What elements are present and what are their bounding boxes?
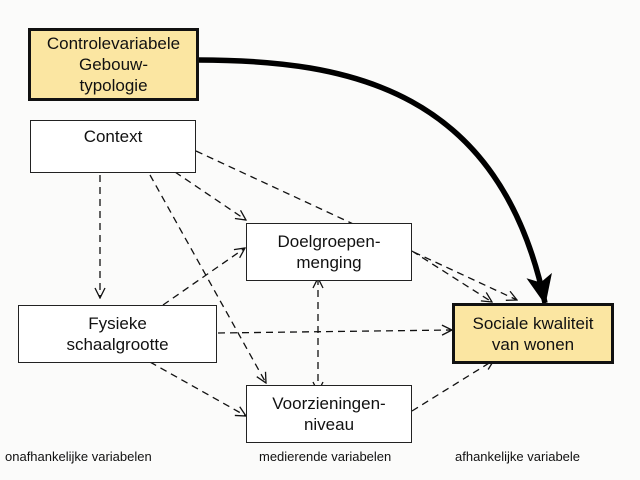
edge-control-sociale (197, 57, 552, 305)
edge-fysieke-doelgroep (162, 248, 245, 306)
edge-voorzieningen-sociale (411, 360, 494, 412)
edge-doelgroep-sociale (411, 250, 492, 302)
edge-fysieke-sociale (217, 330, 452, 333)
node-fysieke-schaalgrootte: Fysieke schaalgrootte (18, 305, 217, 363)
node-sociale-line-2: van wonen (491, 334, 575, 354)
node-sociale-line-1: Sociale kwaliteit (472, 313, 594, 333)
node-voorzieningen-line-2: niveau (303, 415, 355, 434)
node-fysieke-line-2: schaalgrootte (66, 335, 169, 354)
node-context: Context (30, 120, 196, 173)
node-control-line-1: Controlevariabele (46, 34, 181, 53)
node-doelgroep-line-2: menging (296, 253, 362, 272)
footer-independent-label: onafhankelijke variabelen (5, 449, 152, 464)
edge-context-sociale (195, 150, 517, 300)
node-voorzieningen-line-1: Voorzieningen- (272, 394, 386, 413)
footer-mediating-label: medierende variabelen (259, 449, 392, 464)
footer-dependent-label: afhankelijke variabele (455, 449, 581, 464)
node-context-line-1: Context (83, 127, 143, 146)
edge-context-doelgroep (174, 171, 246, 220)
node-sociale-kwaliteit: Sociale kwaliteit van wonen (452, 303, 614, 364)
node-voorzieningen-niveau: Voorzieningen- niveau (246, 385, 412, 443)
node-fysieke-line-1: Fysieke (88, 314, 147, 333)
edge-context-voorzieningen (149, 174, 266, 383)
node-doelgroep-line-1: Doelgroepen- (277, 232, 381, 251)
node-control-variable: Controlevariabele Gebouw- typologie (28, 28, 199, 101)
edge-fysieke-voorzieningen (149, 361, 246, 416)
node-doelgroepen-menging: Doelgroepen- menging (246, 223, 412, 281)
node-control-line-3: typologie (79, 76, 148, 95)
node-control-line-2: Gebouw- (79, 55, 148, 74)
